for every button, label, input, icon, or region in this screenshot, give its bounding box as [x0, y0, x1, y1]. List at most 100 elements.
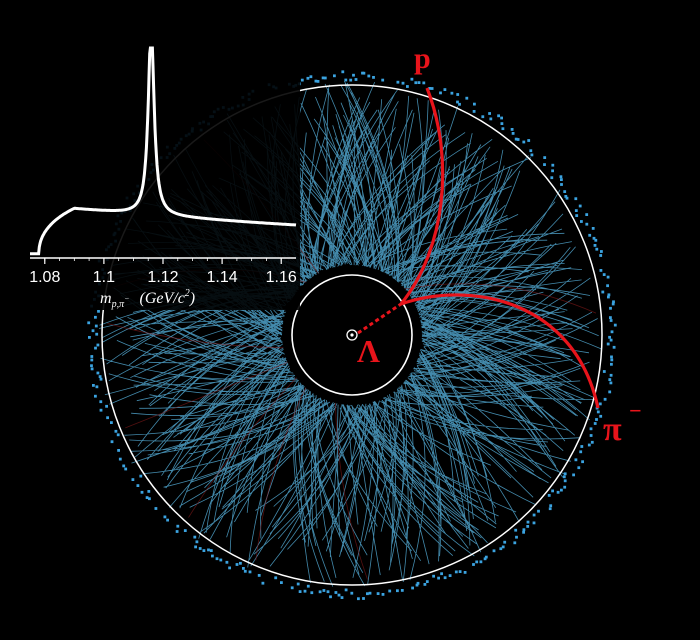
detector-hit	[350, 591, 354, 595]
x-axis-title-units-power: 2	[185, 288, 190, 299]
detector-hit	[349, 78, 353, 82]
detector-hit	[473, 102, 476, 106]
detector-hit	[551, 489, 554, 493]
detector-hit	[194, 545, 197, 549]
detector-hit	[522, 530, 525, 534]
detector-hit	[202, 549, 206, 552]
detector-hit	[131, 478, 135, 481]
proton-track	[399, 87, 445, 306]
detector-hit	[532, 521, 536, 525]
detector-hit	[591, 227, 595, 230]
detector-hit	[562, 475, 566, 479]
detector-hit	[551, 169, 554, 173]
detector-hit	[290, 586, 294, 590]
detector-hit	[106, 416, 109, 420]
detector-hit	[175, 530, 179, 533]
detector-hit	[274, 576, 278, 580]
detector-hit	[456, 100, 459, 104]
detector-hit	[501, 127, 505, 131]
detector-hit	[140, 490, 144, 494]
detector-hit	[585, 222, 589, 226]
detector-hit	[574, 209, 578, 212]
detector-hit	[261, 581, 265, 585]
histogram-curve	[30, 46, 297, 256]
detector-hit	[500, 116, 503, 120]
detector-hit	[602, 273, 606, 276]
detector-hit	[564, 195, 568, 198]
detector-hit	[257, 574, 261, 577]
detector-hit	[443, 576, 447, 580]
detector-hit	[612, 345, 616, 349]
detector-hit	[401, 81, 405, 85]
detector-hit	[91, 329, 95, 333]
detector-hit	[590, 440, 594, 444]
detector-hit	[166, 518, 169, 522]
detector-hit	[219, 558, 223, 562]
detector-hit	[610, 362, 613, 366]
detector-hit	[589, 434, 593, 437]
detector-hit	[303, 589, 307, 593]
detector-hit	[548, 507, 552, 511]
detector-hit	[481, 115, 485, 119]
detector-hit	[556, 490, 560, 494]
detector-hit	[94, 394, 97, 398]
detector-hit	[416, 581, 420, 585]
detector-hit	[117, 449, 120, 452]
detector-hit	[489, 117, 493, 121]
detector-hit	[354, 78, 358, 81]
detector-hit	[323, 76, 327, 80]
lambda-flight-path	[357, 302, 402, 335]
detector-hit	[410, 77, 414, 81]
detector-hit	[110, 440, 114, 444]
detector-hit	[209, 549, 213, 552]
detector-hit	[99, 377, 103, 381]
detector-hit	[543, 163, 546, 166]
detector-hit	[579, 450, 583, 454]
detector-hit	[600, 250, 603, 253]
detector-hit	[593, 422, 597, 425]
detector-hit	[514, 528, 518, 532]
detector-hit	[437, 576, 440, 580]
detector-hit	[609, 338, 613, 342]
detector-hit	[609, 381, 613, 385]
detector-hit	[362, 71, 366, 75]
x-axis-title-subscript-sup: −	[124, 294, 129, 303]
vertex-dot	[350, 333, 354, 337]
detector-hit	[610, 358, 614, 362]
detector-hit	[593, 244, 597, 247]
detector-hit	[415, 583, 419, 587]
detector-hit	[87, 321, 91, 325]
detector-hit	[511, 132, 515, 135]
detector-hit	[484, 555, 488, 559]
detector-hit	[248, 570, 252, 574]
detector-hit	[321, 76, 325, 80]
outer-detector-boundary	[101, 84, 603, 586]
detector-hit	[314, 79, 318, 83]
detector-hit	[530, 153, 534, 157]
detector-hit	[510, 128, 514, 131]
detector-hit	[608, 335, 611, 339]
detector-hit	[609, 316, 612, 319]
detector-hit	[598, 402, 602, 406]
detector-hit	[124, 467, 128, 471]
detector-hit	[334, 591, 338, 594]
detector-hit	[381, 593, 385, 596]
detector-hit	[613, 323, 617, 327]
detector-hit	[99, 400, 103, 404]
detector-hit	[215, 557, 219, 561]
detector-hit	[607, 295, 610, 299]
detector-hit	[596, 410, 600, 414]
detector-hit	[362, 597, 365, 600]
detector-hit	[492, 549, 496, 553]
proton-label: p	[414, 42, 431, 75]
detector-hit	[105, 404, 108, 408]
detector-hit	[341, 70, 345, 74]
detector-hit	[479, 560, 483, 564]
detector-hit	[90, 355, 94, 358]
detector-hit	[513, 541, 517, 545]
detector-hit	[612, 300, 615, 304]
detector-hit	[357, 597, 360, 601]
pion-charge-label: −	[629, 398, 642, 423]
detector-hit	[458, 570, 462, 573]
